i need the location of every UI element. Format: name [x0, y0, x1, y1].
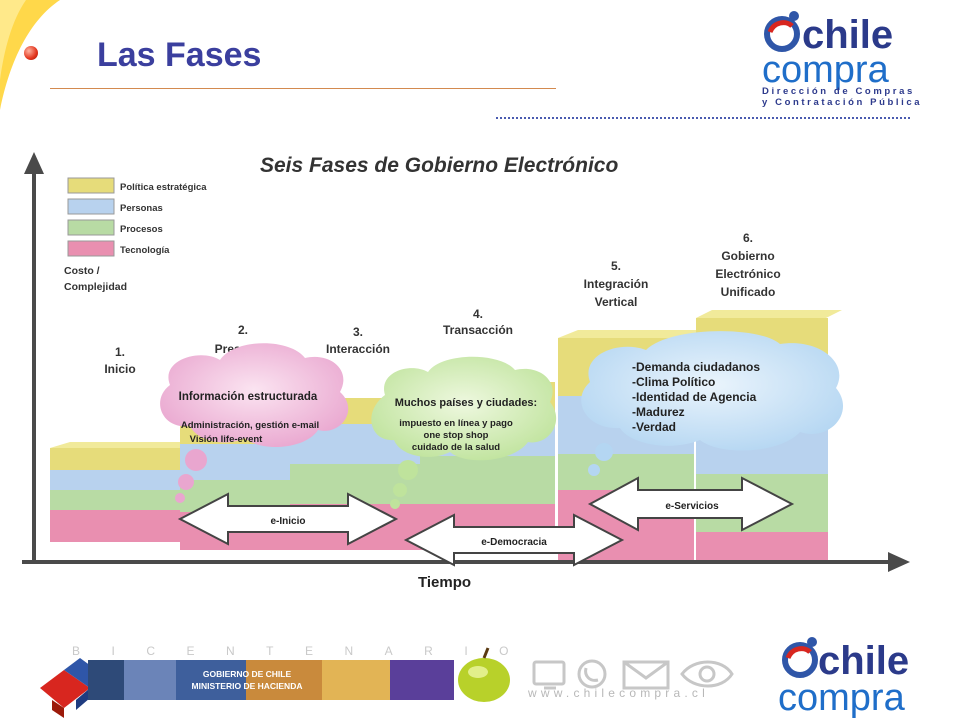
- logo-bottom-word-compra: compra: [778, 677, 906, 719]
- logo-swirl-icon: [764, 11, 800, 52]
- cloud-blue-line3: -Identidad de Agencia: [632, 390, 757, 404]
- y-axis-label-line1: Costo /: [64, 265, 100, 277]
- arrow-e-inicio-label: e-Inicio: [270, 516, 305, 527]
- bicentenario-text: BICENTENARIO: [72, 644, 541, 658]
- arrow-e-democracia: e-Democracia: [403, 513, 625, 567]
- computer-icon: [532, 660, 566, 690]
- phase-6-name-line3: Unificado: [721, 285, 776, 299]
- phase-5-number: 5.: [611, 259, 621, 273]
- title-underline: [50, 88, 556, 89]
- logo-swirl-icon: [782, 637, 818, 678]
- cloud-pink-heading: Información estructurada: [179, 391, 318, 403]
- gobierno-de-chile-label: GOBIERNO DE CHILE MINISTERIO DE HACIENDA: [172, 668, 322, 692]
- axes: [22, 152, 910, 572]
- phase-4-number: 4.: [473, 307, 483, 321]
- cloud-blue-line2: -Clima Político: [632, 375, 715, 389]
- phone-icon: [577, 659, 607, 689]
- phase-3-name: Interacción: [326, 342, 390, 356]
- cloud-blue-line5: -Verdad: [632, 420, 676, 434]
- arrow-e-inicio: e-Inicio: [177, 492, 399, 546]
- phase-6-name-line2: Electrónico: [715, 267, 780, 281]
- page-title: Las Fases: [97, 36, 262, 74]
- title-bullet-icon: [24, 46, 38, 60]
- chilecompra-logo-bottom: chile compra: [778, 637, 909, 719]
- cloud-green-line1: impuesto en línea y pago: [399, 418, 513, 429]
- logo-subtitle: Dirección de Compras y Contratación Públ…: [762, 86, 922, 108]
- website-url: www.chilecompra.cl: [528, 686, 709, 700]
- logo-subtitle-line2: y Contratación Pública: [762, 97, 923, 108]
- legend-label-tecnologia: Tecnología: [120, 245, 170, 256]
- footer-photo-strip: [88, 660, 454, 700]
- cloud-pink-line1: Administración, gestión e-mail: [181, 420, 319, 431]
- gov-line1: GOBIERNO DE CHILE: [202, 669, 292, 679]
- apple-icon: [458, 647, 510, 702]
- phase-1-name: Inicio: [104, 362, 135, 376]
- legend-swatch-procesos: [67, 219, 115, 236]
- cloud-pink-line2: Visión life-event: [190, 434, 264, 445]
- cloud-green-heading: Muchos países y ciudades:: [395, 397, 537, 409]
- logo-word-chile: chile: [802, 13, 893, 57]
- footer-banner: [40, 647, 734, 718]
- corner-decoration: [0, 0, 60, 110]
- cloud-informacion-estructurada: Información estructurada Administración,…: [160, 343, 349, 503]
- legend-label-procesos: Procesos: [120, 224, 163, 235]
- cloud-green-line2: one stop shop: [424, 430, 489, 441]
- diagram-title: Seis Fases de Gobierno Electrónico: [260, 154, 618, 177]
- dotted-divider: [496, 117, 910, 119]
- eye-icon: [680, 660, 734, 688]
- arrow-e-democracia-label: e-Democracia: [481, 537, 547, 548]
- phase-6-name-line1: Gobierno: [721, 249, 774, 263]
- logo-bottom-word-chile: chile: [818, 639, 909, 683]
- phases-diagram: Seis Fases de Gobierno Electrónico Polít…: [22, 152, 910, 591]
- phase-5-name-line2: Vertical: [595, 295, 638, 309]
- arrow-e-servicios: e-Servicios: [587, 476, 795, 532]
- cloud-green-line3: cuidado de la salud: [412, 442, 500, 453]
- legend: Política estratégica Personas Procesos T…: [67, 177, 207, 257]
- phase-6-number: 6.: [743, 231, 753, 245]
- y-axis-label-line2: Complejidad: [64, 281, 127, 293]
- logo-subtitle-line1: Dirección de Compras: [762, 86, 915, 97]
- legend-label-politica: Política estratégica: [120, 182, 207, 193]
- cloud-blue-line1: -Demanda ciudadanos: [632, 360, 760, 374]
- gov-line2: MINISTERIO DE HACIENDA: [191, 681, 303, 691]
- phase-5-name-line1: Integración: [584, 277, 649, 291]
- phase-3-number: 3.: [353, 325, 363, 339]
- mail-icon: [622, 660, 670, 690]
- arrow-e-servicios-label: e-Servicios: [665, 501, 719, 512]
- phase-1-number: 1.: [115, 345, 125, 359]
- logo-word-compra: compra: [762, 49, 890, 91]
- x-axis-label: Tiempo: [418, 574, 471, 591]
- cloud-muchos-paises: Muchos países y ciudades: impuesto en lí…: [371, 356, 557, 509]
- legend-swatch-tecnologia: [67, 240, 115, 257]
- legend-swatch-politica: [67, 177, 115, 194]
- legend-label-personas: Personas: [120, 203, 163, 214]
- phase-2-number: 2.: [238, 323, 248, 337]
- cloud-demanda-ciudadanos: -Demanda ciudadanos -Clima Político -Ide…: [581, 331, 844, 476]
- block-phase-1: [50, 442, 200, 542]
- phase-4-name: Transacción: [443, 323, 513, 337]
- chilecompra-logo-top: chile compra: [762, 11, 893, 91]
- legend-swatch-personas: [67, 198, 115, 215]
- cloud-blue-line4: -Madurez: [632, 405, 685, 419]
